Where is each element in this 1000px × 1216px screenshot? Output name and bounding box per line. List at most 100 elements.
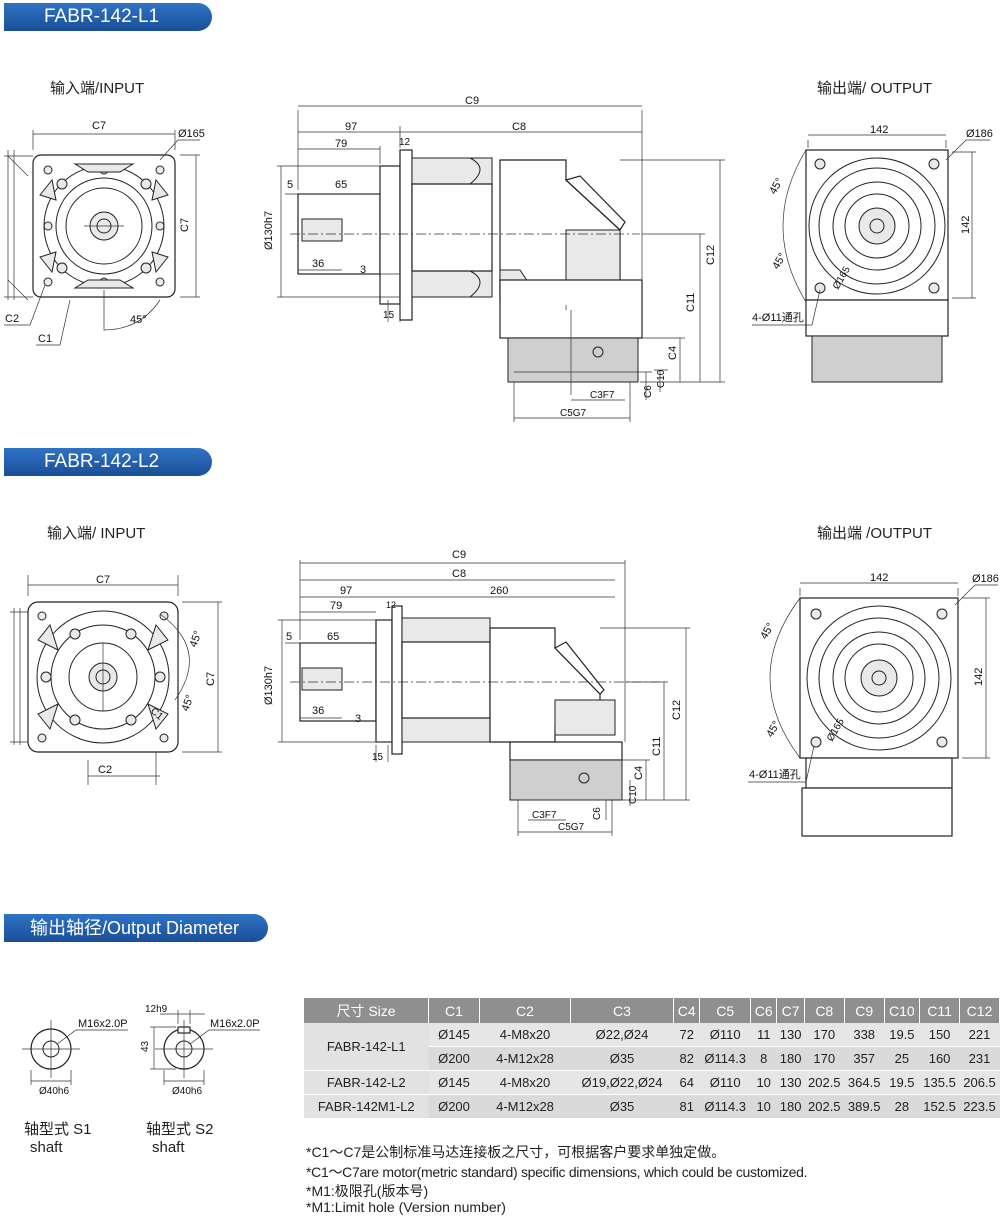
table-cell: Ø35 [570, 1094, 674, 1119]
header-size: 尺寸 Size [304, 998, 429, 1023]
l1-C12-label: C12 [705, 245, 717, 265]
note-cn-2: *M1:极限孔(版本号) [306, 1183, 429, 1199]
header-c10: C10 [884, 998, 921, 1023]
l2-out-45b-label: 45° [764, 719, 783, 739]
l1-C4-label: C4 [667, 346, 679, 360]
l2-97-label: 97 [340, 585, 352, 597]
l2-in-45b-label: 45° [180, 693, 197, 713]
l1-output-view: 142 Ø186 142 45° 45° Ø165 4-Ø11通孔 [752, 124, 993, 383]
l2-36-label: 36 [312, 705, 324, 717]
table-cell: 389.5 [844, 1094, 885, 1119]
l2-input-view: C7 C7 45° 45° C1 C2 [10, 574, 222, 785]
table-row: Ø200 4-M12x28 Ø35 82 Ø114.3 8 180 170 35… [304, 1046, 1000, 1071]
table-cell: Ø145 [428, 1023, 480, 1047]
l1-in-C7v-label: C7 [179, 218, 191, 232]
l2-C5G7-label: C5G7 [558, 822, 585, 833]
l2-C10-label: C10 [628, 785, 639, 804]
l1-side-view: C9 97 C8 79 12 5 65 Ø130h7 36 3 15 C12 C… [263, 95, 725, 422]
l2-12-label: 12 [386, 600, 396, 610]
table-cell: 338 [844, 1023, 885, 1047]
table-cell: Ø22,Ø24 [570, 1023, 674, 1047]
l1-C3F7-label: C3F7 [590, 390, 615, 401]
l1-in-d165-label: Ø165 [178, 128, 205, 140]
note-en-2: *M1:Limit hole (Version number) [306, 1199, 506, 1215]
l1-input-label: 输入端/INPUT [50, 80, 145, 97]
l2-C9-label: C9 [452, 549, 466, 561]
s1-dia-label: Ø40h6 [39, 1086, 69, 1097]
header-c1: C1 [428, 998, 480, 1023]
l1-in-45-label: 45° [130, 314, 147, 326]
l1-5-label: 5 [287, 179, 293, 191]
table-cell: 19.5 [884, 1070, 920, 1095]
table-row: FABR-142-L1 Ø145 4-M8x20 Ø22,Ø24 72 Ø110… [304, 1023, 1000, 1071]
l2-out-142b-label: 142 [973, 668, 985, 686]
l2-79-label: 79 [330, 600, 342, 612]
l2-in-45a-label: 45° [188, 629, 205, 649]
table-cell: 231 [959, 1046, 1000, 1071]
table-cell: 11 [750, 1023, 777, 1047]
l1-output-label: 输出端/ OUTPUT [817, 80, 932, 97]
table-cell: 8 [750, 1046, 777, 1071]
header-c2: C2 [479, 998, 571, 1023]
l2-260-label: 260 [490, 585, 508, 597]
l2-C8-label: C8 [452, 568, 466, 580]
s1-label-en: shaft [30, 1139, 63, 1156]
table-cell: 10 [750, 1094, 777, 1119]
l2-65-label: 65 [327, 631, 339, 643]
l1-97-label: 97 [345, 121, 357, 133]
table-cell: 221 [959, 1023, 1000, 1047]
l2-section-badge: FABR-142-L2 [4, 448, 212, 476]
s2-height-label: 43 [140, 1040, 151, 1052]
l2-output-label: 输出端 /OUTPUT [817, 525, 932, 542]
l2-out-142a-label: 142 [870, 572, 888, 584]
l1-d130-label: Ø130h7 [263, 211, 275, 250]
l2-C3F7-label: C3F7 [532, 810, 557, 821]
row-model: FABR-142-L1 [304, 1023, 429, 1071]
l1-out-142b-label: 142 [960, 216, 972, 234]
l2-input-label: 输入端/ INPUT [47, 525, 146, 542]
l1-input-view: C7 Ø165 C7 45° C2 C1 [4, 120, 205, 346]
table-cell: Ø110 [699, 1023, 751, 1047]
s2-label-cn: 轴型式 S2 [146, 1121, 214, 1138]
table-cell: 130 [776, 1070, 805, 1095]
header-c7: C7 [776, 998, 805, 1023]
s2-key-label: 12h9 [145, 1004, 168, 1015]
table-cell: Ø114.3 [699, 1094, 751, 1119]
table-cell: Ø200 [428, 1046, 480, 1071]
l1-C11-label: C11 [685, 293, 697, 312]
l1-65-label: 65 [335, 179, 347, 191]
table-cell: 82 [673, 1046, 700, 1071]
l1-out-142a-label: 142 [870, 124, 888, 136]
table-row: FABR-142M1-L2 Ø200 4-M12x28 Ø35 81 Ø114.… [304, 1094, 1000, 1119]
l1-out-d186-label: Ø186 [966, 128, 993, 140]
l2-output-view: 142 Ø186 142 45° 45° Ø165 4-Ø11通孔 [748, 572, 999, 837]
l2-C4-label: C4 [633, 766, 645, 780]
table-cell: 160 [919, 1046, 960, 1071]
l1-out-45a-label: 45° [767, 176, 786, 196]
table-cell: 19.5 [884, 1023, 920, 1047]
l2-15-label: 15 [372, 752, 384, 763]
l1-C10-label: C10 [656, 369, 667, 388]
l2-in-C2-label: C2 [98, 764, 112, 776]
s2-thread-label: M16x2.0P [210, 1018, 260, 1030]
header-c8: C8 [804, 998, 845, 1023]
table-cell: 152.5 [919, 1094, 960, 1119]
row-model: FABR-142-L2 [304, 1070, 429, 1095]
table-cell: 223.5 [959, 1094, 1000, 1119]
header-c6: C6 [750, 998, 778, 1023]
table-cell: Ø19,Ø22,Ø24 [570, 1070, 674, 1095]
l2-C11-label: C11 [651, 737, 663, 756]
l2-C6-label: C6 [592, 807, 603, 820]
l1-36-label: 36 [312, 258, 324, 270]
table-cell: Ø200 [428, 1094, 480, 1119]
l1-79-label: 79 [335, 138, 347, 150]
table-cell: 202.5 [804, 1094, 845, 1119]
table-cell: 10 [750, 1070, 777, 1095]
l1-in-C1-label: C1 [38, 333, 52, 345]
s1-label-cn: 轴型式 S1 [24, 1121, 92, 1138]
table-cell: 364.5 [844, 1070, 885, 1095]
table-cell: 72 [673, 1023, 700, 1047]
table-cell: 4-M8x20 [479, 1023, 571, 1047]
table-cell: 170 [804, 1046, 845, 1071]
